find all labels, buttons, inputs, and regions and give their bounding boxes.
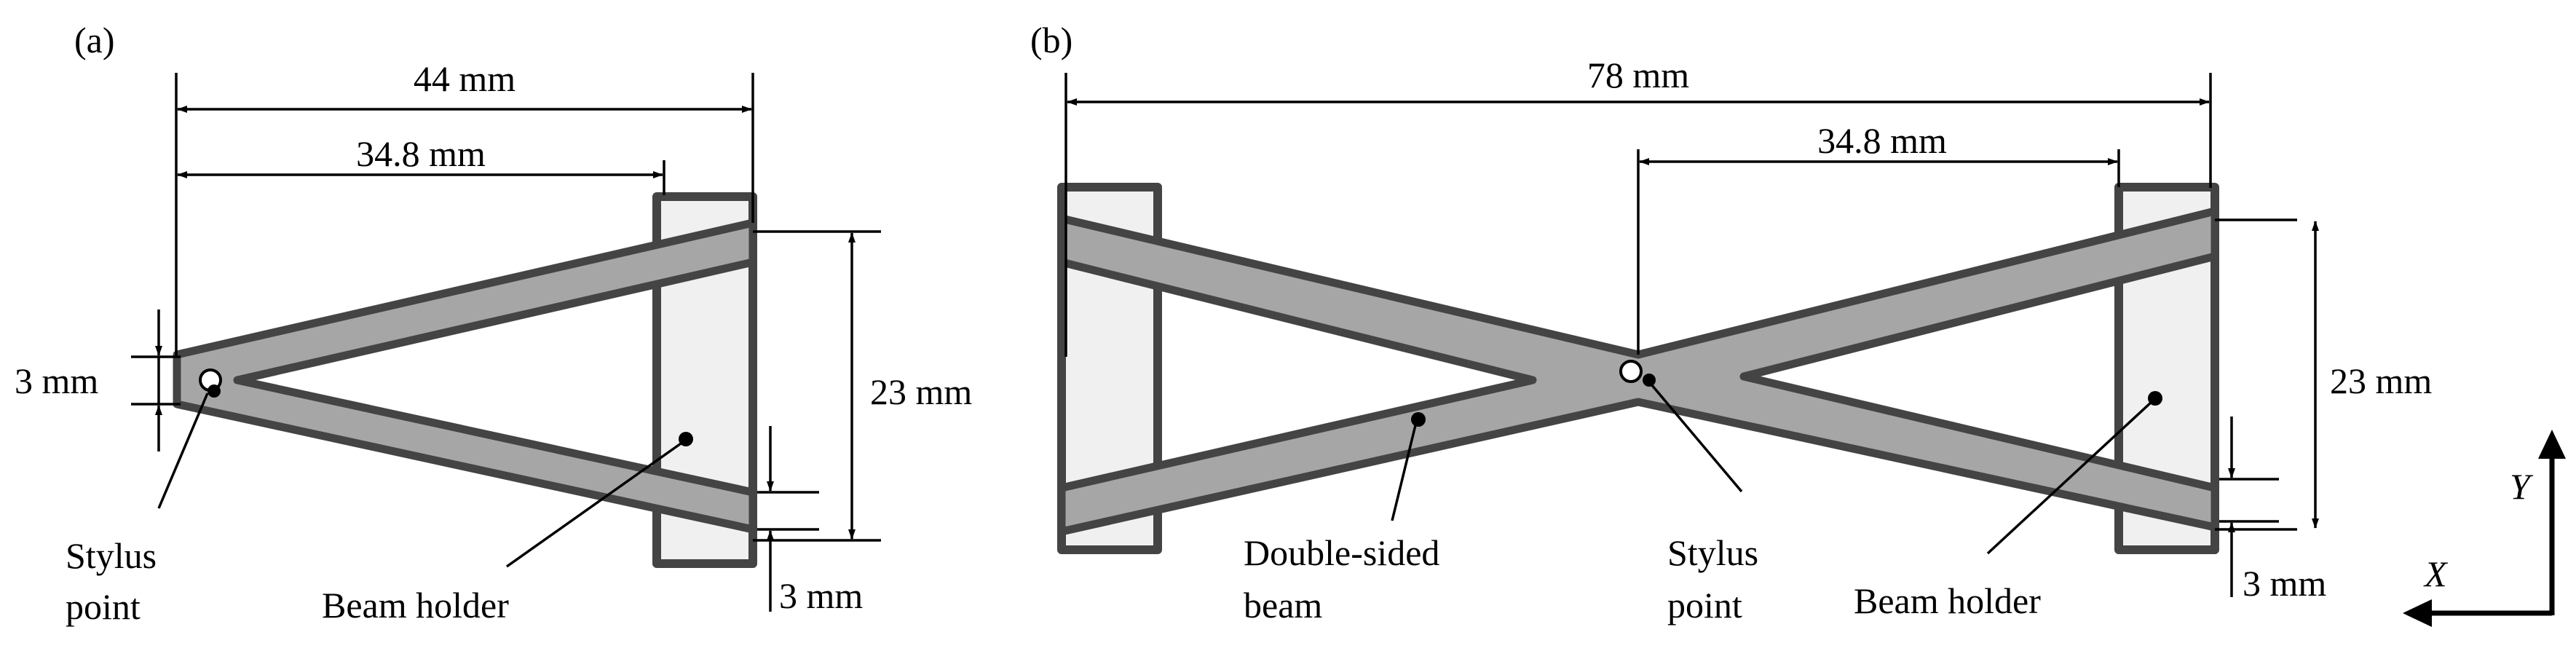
panel-b-dim-stylus-label: 34.8 mm [1817, 120, 1947, 161]
panel-a-holder-leader [505, 441, 684, 568]
panel-a-stylus-dot [208, 384, 221, 398]
panel-b-stylus-label-1: Stylus [1667, 532, 1758, 573]
x-axis-arrow-head [2403, 599, 2432, 627]
x-axis-label: X [2423, 553, 2449, 594]
panel-b-beam-label-1: Double-sided [1244, 532, 1439, 573]
panel-a-stylus-leader [157, 392, 209, 509]
panel-b-dim-height-label: 23 mm [2330, 360, 2432, 401]
panel-b-beam-label-2: beam [1244, 585, 1322, 626]
y-axis-label: Y [2510, 466, 2534, 507]
panel-a-dim-beam-label: 3 mm [779, 575, 863, 616]
panel-a-dim-height-label: 23 mm [870, 371, 972, 412]
panel-b-label: (b) [1030, 20, 1072, 60]
panel-b-stylus-leader [1650, 383, 1743, 493]
panel-a-dim-tip-label: 3 mm [15, 360, 98, 401]
panel-a-dim-stylus-label: 34.8 mm [356, 133, 486, 174]
panel-b-dim-total-label: 78 mm [1587, 55, 1689, 95]
panel-b-holder-leader [1986, 401, 2153, 555]
panel-b-dim-beam-label: 3 mm [2243, 563, 2326, 604]
panel-a-label: (a) [74, 20, 115, 60]
panel-b-stylus-point [1619, 360, 1643, 383]
panel-a: (a) 44 mm 34.8 mm 23 mm 3 mm [15, 20, 972, 627]
panel-b: (b) 78 mm 34.8 mm 23 mm 3 mm [1030, 20, 2432, 626]
panel-b-stylus-label-2: point [1667, 585, 1742, 626]
panel-b-holder-label: Beam holder [1854, 580, 2041, 621]
panel-a-dim-total-label: 44 mm [414, 58, 515, 99]
panel-a-holder-label: Beam holder [322, 585, 509, 626]
panel-a-v-beam [173, 218, 757, 534]
y-axis-arrow-head [2538, 430, 2566, 459]
panel-b-beam-dot [1411, 412, 1426, 427]
panel-b-beam-leader [1391, 422, 1418, 521]
panel-a-stylus-label-1: Stylus [66, 535, 157, 576]
panel-a-stylus-label-2: point [66, 586, 141, 627]
panel-b-stylus-dot [1643, 374, 1656, 387]
axes-indicator: Y X [2403, 430, 2566, 627]
